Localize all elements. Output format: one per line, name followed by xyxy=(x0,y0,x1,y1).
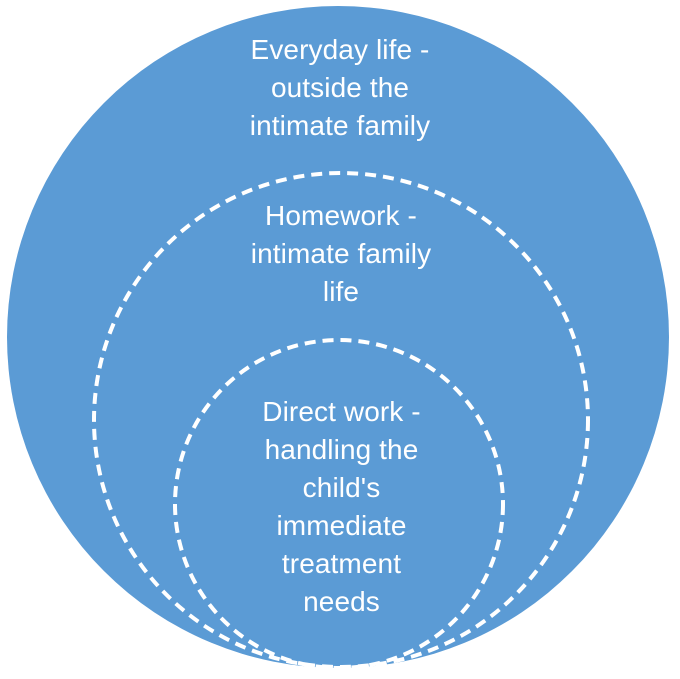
circle-inner-direct-work xyxy=(173,338,505,670)
circle-outer-everyday-life xyxy=(7,6,669,668)
